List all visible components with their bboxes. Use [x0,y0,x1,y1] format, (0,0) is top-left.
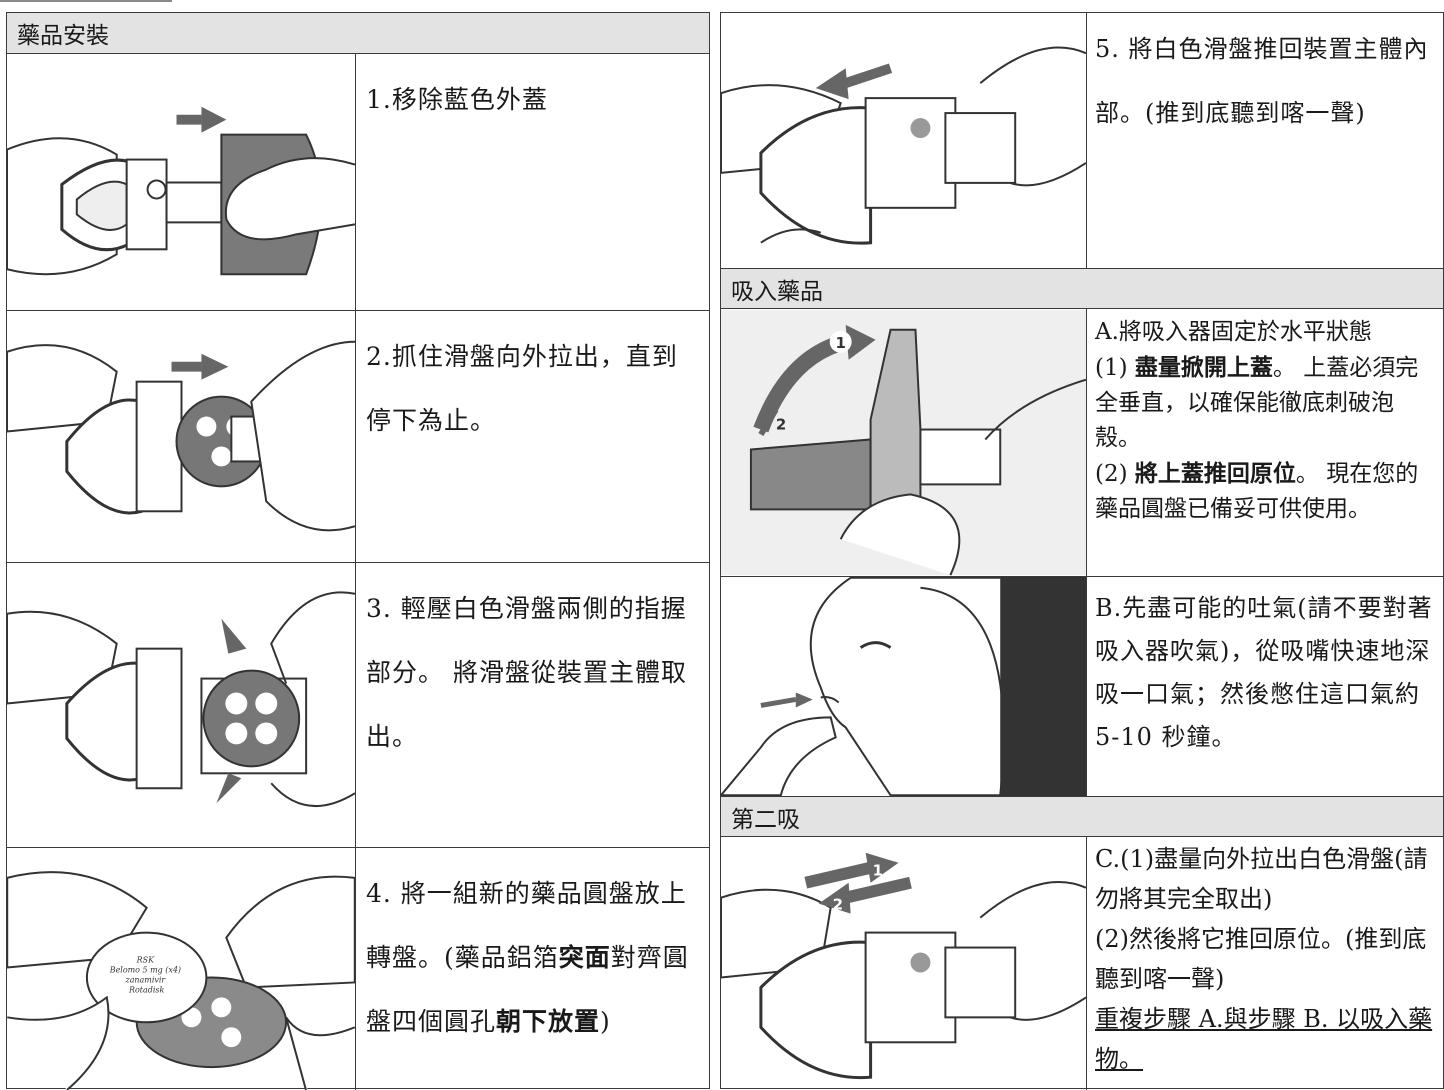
inhalation-panel: 5. 將白色滑盤推回裝置主體內部。(推到底聽到喀一聲) 吸入藥品 1 2 [720,12,1444,1090]
top-rule [0,0,172,2]
step-c-text: C.(1)盡量向外拉出白色滑盤(請 勿將其完全取出) (2)然後將它推回原位。(… [1087,837,1444,1090]
step-b-text: B.先盡可能的吐氣(請不要對著吸入器吹氣)，從吸嘴快速地深吸一口氣；然後憋住這口… [1095,594,1433,751]
step-4-text: 4. 將一組新的藥品圓盤放上轉盤。(藥品鋁箔突面對齊圓盤四個圓孔朝下放置) [366,879,689,1036]
step-row-5: 5. 將白色滑盤推回裝置主體內部。(推到底聽到喀一聲) [721,13,1443,268]
step-row-4: RSK Belomo 5 mg (x4) zanamivir Rotadisk … [7,847,709,1090]
section-header-second: 第二吸 [721,796,1443,836]
step-1-text: 1.移除藍色外蓋 [366,85,548,114]
step-3-text: 3. 輕壓白色滑盤兩側的指握部分。 將滑盤從裝置主體取出。 [366,594,687,751]
section-header-inhale: 吸入藥品 [721,268,1443,308]
step-row-b: B.先盡可能的吐氣(請不要對著吸入器吹氣)，從吸嘴快速地深吸一口氣；然後憋住這口… [721,576,1443,796]
step-row-2: 2.抓住滑盤向外拉出，直到停下為止。 [7,310,709,562]
step-2-illustration [7,311,356,562]
step-b-illustration [721,577,1087,796]
step-a-text: A.將吸入器固定於水平狀態 (1) 盡量掀開上蓋。 上蓋必須完全垂直，以確保能徹… [1095,319,1419,522]
arrow-label-1: 1 [873,862,883,880]
step-5-text: 5. 將白色滑盤推回裝置主體內部。(推到底聽到喀一聲) [1095,35,1429,127]
repeat-instruction: 重複步驟 A.與步驟 B. 以吸入藥物。 [1095,1005,1433,1073]
installation-panel: 藥品安裝 1.移除藍色外蓋 [6,12,710,1090]
step-row-a: 1 2 A.將吸入器固定於水平狀態 (1) 盡量掀開上蓋。 上蓋必須完全垂直，以… [721,308,1443,576]
step-2-text: 2.抓住滑盤向外拉出，直到停下為止。 [366,342,678,435]
arrow-label-1: 1 [835,334,845,352]
step-5-illustration [721,13,1087,268]
section-title: 藥品安裝 [17,23,109,49]
section-title: 吸入藥品 [731,278,823,305]
step-row-3: 3. 輕壓白色滑盤兩側的指握部分。 將滑盤從裝置主體取出。 [7,562,709,847]
step-4-illustration: RSK Belomo 5 mg (x4) zanamivir Rotadisk [7,848,356,1090]
step-row-c: 1 2 C.(1)盡量向外拉出白色滑盤(請 勿將其完全取出) (2)然後將它推回… [721,836,1444,1090]
disk-label: RSK Belomo 5 mg (x4) zanamivir Rotadisk [109,956,184,995]
step-3-illustration [7,563,356,847]
section-title: 第二吸 [731,806,800,833]
step-1-illustration [7,54,356,310]
arrow-label-2: 2 [776,416,786,434]
step-c-illustration: 1 2 [721,837,1087,1090]
step-a-illustration: 1 2 [721,309,1087,576]
arrow-label-2: 2 [833,896,843,914]
step-row-1: 1.移除藍色外蓋 [7,53,709,310]
section-header-install: 藥品安裝 [7,13,709,53]
